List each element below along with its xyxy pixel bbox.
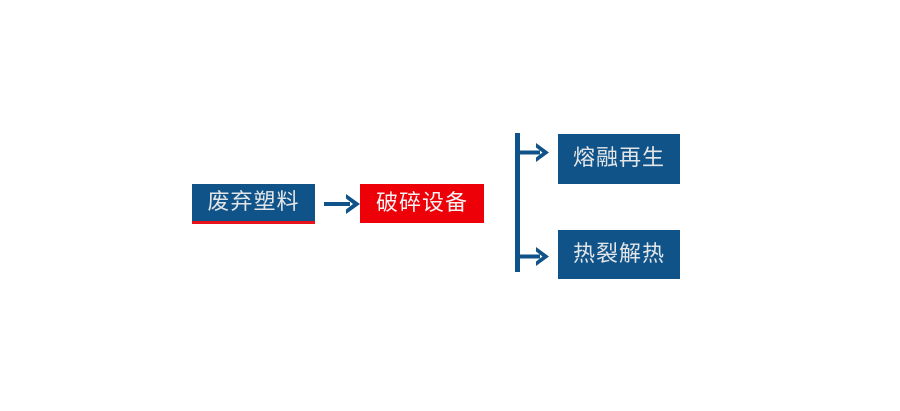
arrow-right-glyph [324,194,360,214]
node-waste-plastic-label: 废弃塑料 [207,189,300,215]
node-waste-plastic[interactable]: 废弃塑料 [192,184,315,224]
node-crushing-equipment[interactable]: 破碎设备 [360,184,484,223]
arrow-right-icon [322,190,362,218]
node-melt-regeneration-label: 熔融再生 [572,146,665,171]
node-melt-regeneration[interactable]: 熔融再生 [558,134,680,184]
node-pyrolysis-heat-label: 热裂解热 [572,241,665,267]
node-crushing-equipment-label: 破碎设备 [375,190,468,216]
branch-split-glyph [515,133,549,272]
node-pyrolysis-heat[interactable]: 热裂解热 [558,230,680,279]
branch-split-connector [508,126,566,284]
